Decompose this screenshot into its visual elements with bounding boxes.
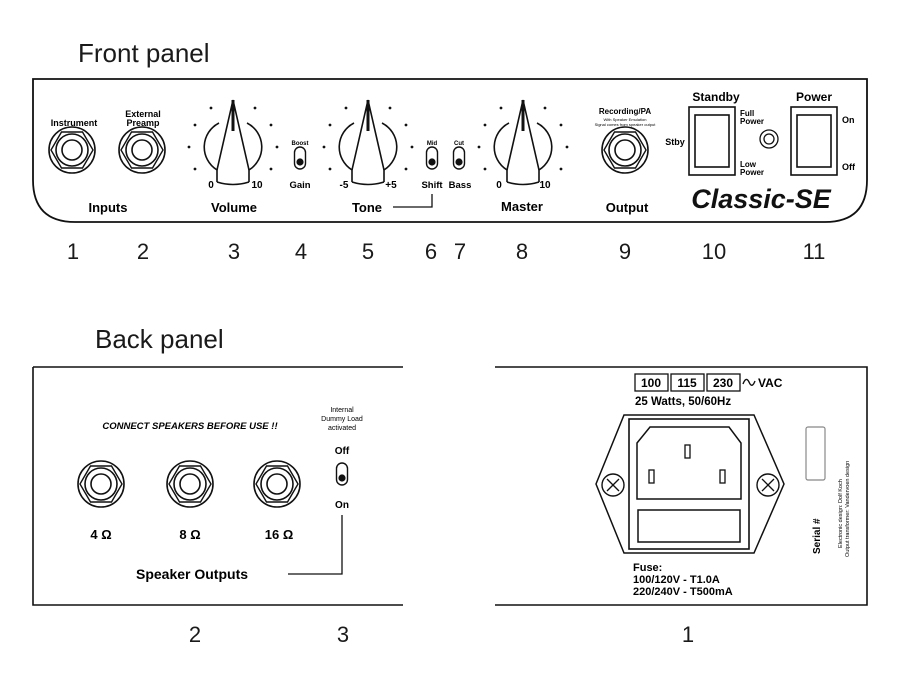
callout-3: 3	[227, 239, 241, 264]
voltage-115: 115	[677, 376, 697, 390]
output-8-ohm-label: 8 Ω	[179, 527, 200, 542]
back-panel-title: Back panel	[95, 324, 224, 354]
tone-label: Tone	[352, 200, 382, 215]
fuse-line2: 220/240V - T500mA	[633, 586, 733, 598]
back-panel-right-outline	[495, 366, 868, 606]
tone-shift-bracket	[393, 194, 433, 208]
output-16-ohm-label: 16 Ω	[265, 527, 294, 542]
inputs-group-label: Inputs	[89, 200, 128, 215]
callout-4: 4	[294, 239, 308, 264]
tone-max-label: +5	[385, 180, 397, 191]
volume-label: Volume	[211, 200, 257, 215]
speaker-output-4-ohm-jack[interactable]	[77, 460, 125, 508]
vac-label: VAC	[758, 376, 783, 390]
signal-source-note: Signal comes from speaker output	[595, 122, 657, 127]
gain-label: Gain	[289, 180, 310, 191]
low-power-label: Power	[740, 168, 764, 177]
dummy-load-line1: Internal	[330, 407, 354, 414]
full-power-label: Power	[740, 117, 764, 126]
voltage-230: 230	[713, 376, 733, 390]
dummy-load-line2: Dummy Load	[321, 416, 363, 423]
master-max-label: 10	[539, 180, 551, 191]
power-off-label: Off	[842, 162, 856, 172]
ground-pin	[684, 444, 691, 459]
voltage-box-230	[706, 373, 741, 392]
power-spec: 25 Watts, 50/60Hz	[635, 396, 731, 408]
callout-9: 9	[618, 239, 632, 264]
callout-5: 5	[361, 239, 375, 264]
front-panel-outline	[32, 78, 868, 223]
neutral-pin	[719, 469, 726, 484]
screw-left-icon	[601, 473, 625, 497]
power-on-label: On	[842, 115, 855, 125]
callout-1: 1	[66, 239, 80, 264]
standby-label: Standby	[692, 90, 740, 104]
serial-label: Serial #	[812, 518, 823, 554]
back-callout-3: 3	[336, 622, 350, 647]
fuse-title: Fuse:	[633, 562, 662, 574]
power-switch-rocker	[796, 114, 832, 168]
volume-min-label: 0	[208, 180, 214, 191]
low-label: Low	[740, 160, 757, 169]
callout-11: 11	[802, 239, 826, 264]
speaker-emulation-note: With Speaker Emulation	[604, 117, 647, 122]
connect-speakers-warning: CONNECT SPEAKERS BEFORE USE !!	[102, 421, 277, 432]
external-label: External	[125, 109, 161, 119]
callout-7: 7	[453, 239, 467, 264]
standby-switch-rocker	[694, 114, 730, 168]
credit-output-transformer: Output transformer: Vandervoen design	[845, 461, 851, 557]
volume-max-label: 10	[251, 180, 263, 191]
speaker-output-8-ohm-jack[interactable]	[166, 460, 214, 508]
callout-6: 6	[424, 239, 438, 264]
tone-min-label: -5	[340, 180, 349, 191]
standby-led	[759, 129, 779, 149]
credit-electronic-design: Electronic design: Dolf Koch	[838, 479, 844, 548]
recording-pa-label: Recording/PA	[599, 107, 652, 116]
speaker-output-16-ohm-jack[interactable]	[253, 460, 301, 508]
speaker-outputs-label: Speaker Outputs	[136, 566, 248, 582]
boost-label: Boost	[292, 141, 309, 147]
master-min-label: 0	[496, 180, 502, 191]
power-label: Power	[796, 90, 832, 104]
fuse-line1: 100/120V - T1.0A	[633, 574, 720, 586]
fuse-drawer[interactable]	[637, 509, 741, 543]
front-panel-title: Front panel	[78, 38, 210, 68]
dummy-load-on-label: On	[335, 500, 349, 511]
full-label: Full	[740, 109, 754, 118]
output-4-ohm-label: 4 Ω	[90, 527, 111, 542]
line-pin	[648, 469, 655, 484]
cut-label: Cut	[454, 141, 464, 147]
instrument-label: Instrument	[51, 118, 98, 128]
back-callout-2: 2	[188, 622, 202, 647]
dummy-load-off-label: Off	[335, 446, 350, 457]
preamp-label: Preamp	[126, 118, 160, 128]
mid-label: Mid	[427, 141, 438, 147]
iec-socket[interactable]	[636, 426, 742, 500]
shift-label: Shift	[421, 180, 443, 191]
standby-switch[interactable]	[688, 106, 736, 176]
output-label: Output	[606, 200, 649, 215]
speaker-outputs-bracket	[288, 515, 343, 575]
serial-number-plate	[805, 426, 826, 481]
voltage-100: 100	[641, 376, 661, 390]
bass-label: Bass	[449, 180, 472, 191]
dummy-load-switch[interactable]	[335, 462, 349, 486]
back-callout-1: 1	[681, 622, 695, 647]
callout-10: 10	[701, 239, 727, 264]
dummy-load-line3: activated	[328, 425, 356, 432]
back-panel-left-outline	[32, 366, 403, 606]
callout-8: 8	[515, 239, 529, 264]
stby-label: Stby	[665, 137, 685, 147]
ac-sine-icon	[742, 378, 756, 386]
screw-right-icon	[756, 473, 780, 497]
voltage-box-115	[670, 373, 705, 392]
iec-inlet-body	[628, 418, 750, 550]
callout-2: 2	[136, 239, 150, 264]
iec-inlet-flange	[595, 414, 785, 554]
master-label: Master	[501, 199, 543, 214]
voltage-box-100	[634, 373, 669, 392]
brand-logo: Classic-SE	[691, 184, 832, 214]
power-switch[interactable]	[790, 106, 838, 176]
